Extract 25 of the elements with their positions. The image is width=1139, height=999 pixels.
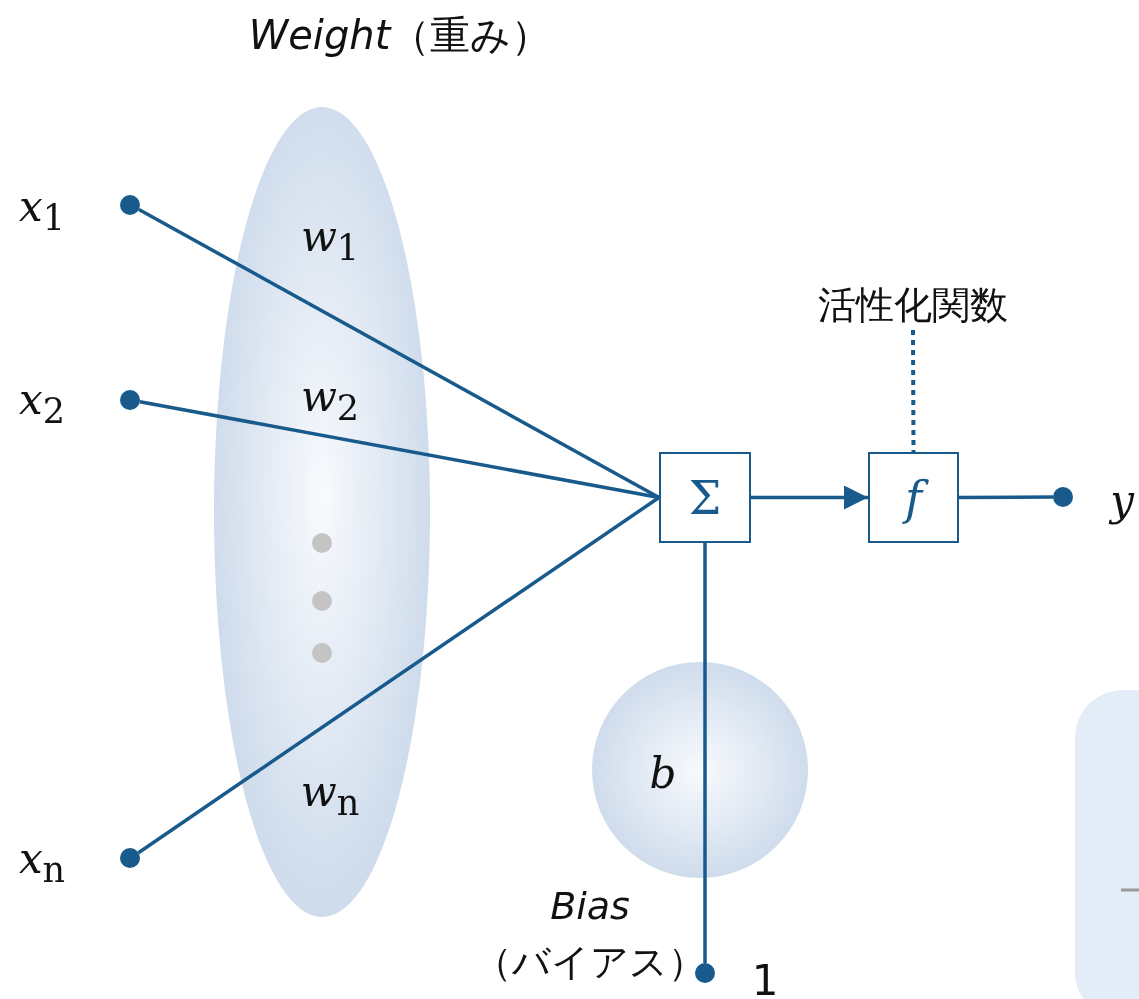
variable-label: x$_{n}$ [18, 833, 66, 891]
constant-label: 1 [751, 955, 779, 999]
bias-label: b [649, 748, 677, 798]
variable-label: x$_{1}$ [19, 181, 65, 239]
weight-label: w$_{n}$ [300, 766, 360, 824]
input-dot [1053, 487, 1073, 507]
input-dot [120, 195, 140, 215]
bias-caption: Bias （バイアス） [473, 883, 707, 986]
variable-label: x$_{2}$ [19, 374, 65, 432]
arrow [751, 485, 868, 510]
input-dot [695, 963, 715, 983]
weight-label: w$_{2}$ [300, 371, 360, 429]
connector-line [703, 543, 707, 963]
connector-line [137, 496, 660, 855]
connector-line [139, 399, 660, 500]
input-dot [120, 390, 140, 410]
function-label: 活性化関数 [813, 280, 1013, 330]
input-dot [120, 848, 140, 868]
function-box: Σ [659, 452, 751, 543]
title-text: Weight（重み） [248, 10, 552, 60]
leader-line [911, 330, 916, 452]
function-box: f [868, 452, 959, 543]
weight-label: w$_{1}$ [300, 211, 360, 269]
connector-line [959, 495, 1053, 500]
variable-label: y [1110, 475, 1134, 525]
